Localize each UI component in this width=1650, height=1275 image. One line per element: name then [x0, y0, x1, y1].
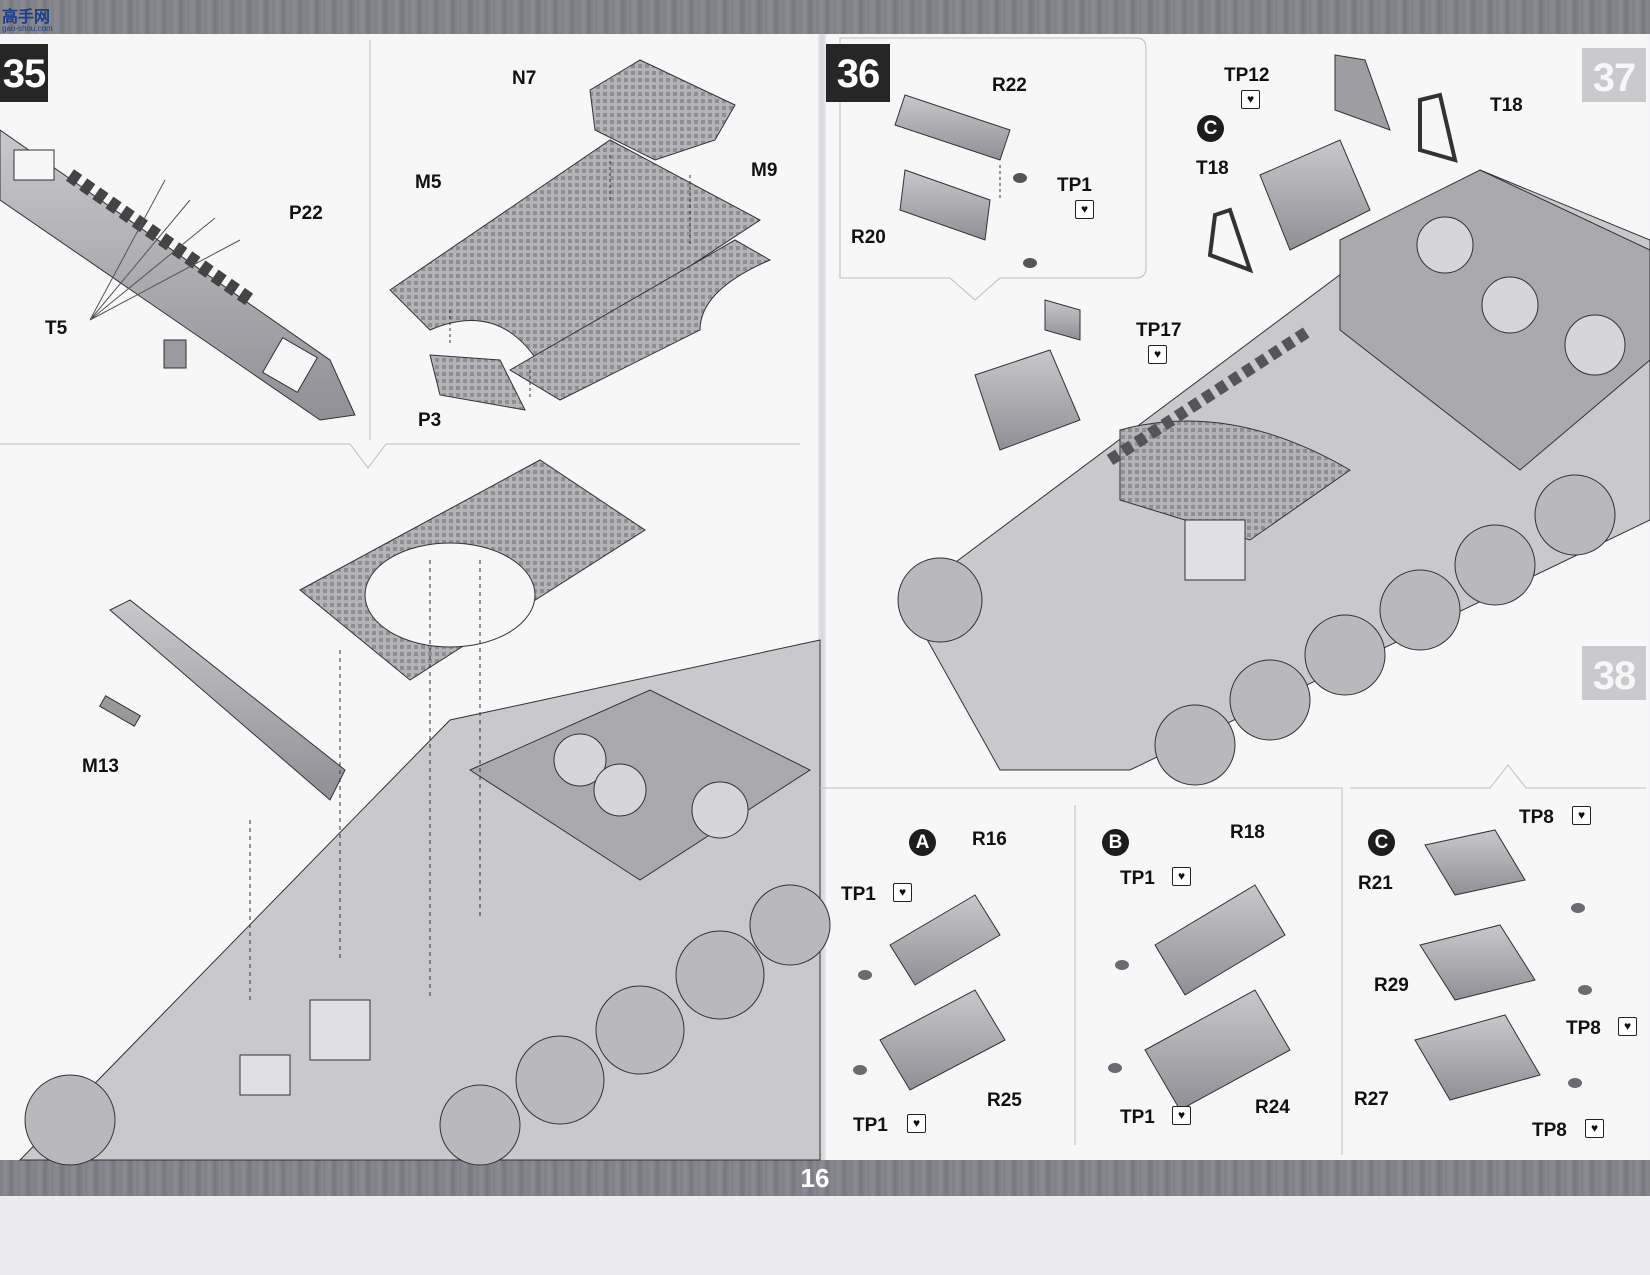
- m5-m9-floor-plates: [389, 139, 772, 411]
- discard-part-icon: ♥: [1172, 1106, 1191, 1125]
- label-c-r21: R21: [1358, 873, 1393, 894]
- label-a-tp1-bottom: TP1: [853, 1115, 888, 1136]
- c-rocket-rack: [1259, 139, 1371, 251]
- watermark-text: 高手网: [2, 9, 51, 26]
- watermark-subtext: gao-shou.com: [2, 24, 53, 33]
- label-m9: M9: [751, 160, 778, 181]
- subassembly-c-marker: C: [1197, 115, 1224, 142]
- discard-part-icon: ♥: [1148, 345, 1167, 364]
- edge-tab-37: 37: [1582, 48, 1646, 102]
- label-p22: P22: [289, 203, 323, 224]
- discard-part-icon: ♥: [1172, 867, 1191, 886]
- step-36-number: 36: [826, 44, 890, 102]
- t18-brackets: [1207, 92, 1458, 274]
- step-35-number: 35: [0, 44, 48, 102]
- n7-plate: [589, 59, 736, 161]
- label-c-tp8-top: TP8: [1519, 807, 1554, 828]
- subassembly-c-bottom-marker: C: [1368, 829, 1395, 856]
- label-m5: M5: [415, 172, 442, 193]
- label-t18-right: T18: [1490, 95, 1523, 116]
- label-b-r24: R24: [1255, 1097, 1290, 1118]
- label-tp12: TP12: [1224, 65, 1270, 86]
- bottom-border-band: [0, 1160, 1650, 1196]
- label-b-r18: R18: [1230, 822, 1265, 843]
- top-border-band: [0, 0, 1650, 34]
- label-t18-left: T18: [1196, 158, 1229, 179]
- step36-callout-box: [839, 37, 1147, 301]
- r22-r20-rocket-rack: [894, 94, 1037, 268]
- sub-c-callout: [1350, 764, 1646, 789]
- label-t5: T5: [45, 318, 68, 339]
- subassembly-b-marker: B: [1102, 829, 1129, 856]
- subassembly-a-marker: A: [909, 829, 936, 856]
- label-a-r16: R16: [972, 829, 1007, 850]
- label-b-tp1-top: TP1: [1120, 868, 1155, 889]
- label-r20: R20: [851, 227, 886, 248]
- label-m13: M13: [82, 756, 119, 777]
- label-p3: P3: [418, 410, 442, 431]
- tp17-rocket-rack: [974, 299, 1081, 451]
- edge-tab-38: 38: [1582, 646, 1646, 700]
- discard-part-icon: ♥: [893, 883, 912, 902]
- label-c-tp8-mid: TP8: [1566, 1018, 1601, 1039]
- label-c-tp8-bottom: TP8: [1532, 1120, 1567, 1141]
- discard-part-icon: ♥: [1075, 200, 1094, 219]
- step35-hull-assembly: [18, 459, 831, 1166]
- discard-part-icon: ♥: [1618, 1017, 1637, 1036]
- label-b-tp1-bottom: TP1: [1120, 1107, 1155, 1128]
- tp12-plate: [1334, 54, 1391, 131]
- p22-rail-part: [0, 129, 356, 421]
- label-c-r27: R27: [1354, 1089, 1389, 1110]
- discard-part-icon: ♥: [907, 1114, 926, 1133]
- step35-callout-line: [0, 443, 800, 469]
- label-tp17: TP17: [1136, 320, 1182, 341]
- label-tp1: TP1: [1057, 175, 1092, 196]
- discard-part-icon: ♥: [1241, 90, 1260, 109]
- discard-part-icon: ♥: [1572, 806, 1591, 825]
- label-a-r25: R25: [987, 1090, 1022, 1111]
- sub-a-b-box: [820, 787, 1343, 1155]
- sub-rockets: [879, 829, 1541, 1111]
- label-n7: N7: [512, 68, 537, 89]
- step36-hull-assembly: [897, 169, 1650, 786]
- page-number: 16: [800, 1163, 830, 1193]
- discard-part-icon: ♥: [1585, 1119, 1604, 1138]
- label-r22: R22: [992, 75, 1027, 96]
- label-c-r29: R29: [1374, 975, 1409, 996]
- label-a-tp1-top: TP1: [841, 884, 876, 905]
- watermark-logo: 高手网 gao-shou.com: [2, 3, 74, 33]
- scan-margin: [0, 1196, 1650, 1275]
- page-fold: [818, 34, 826, 1160]
